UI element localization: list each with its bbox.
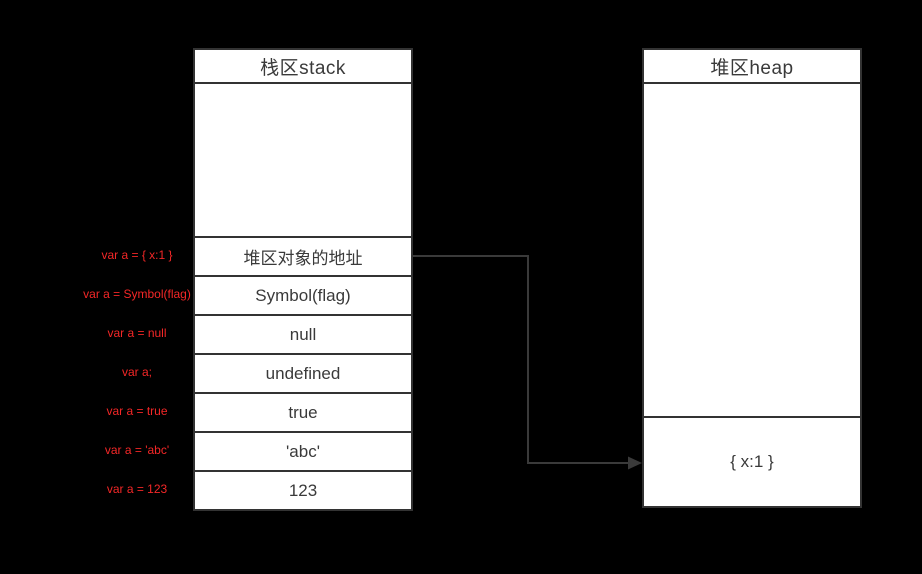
heap-box: 堆区heap { x:1 } [642,48,862,508]
stack-row-undefined: undefined [195,355,411,394]
stack-box: 栈区stack 堆区对象的地址 Symbol(flag) null undefi… [193,48,413,511]
stack-row-true: true [195,394,411,433]
stack-row-heap-address: 堆区对象的地址 [195,238,411,277]
var-label-undefined: var a; [121,365,152,379]
heap-title: 堆区heap [644,50,860,84]
var-label-object: var a = { x:1 } [101,248,173,262]
stack-empty-area [195,84,411,238]
var-label-number: var a = 123 [106,482,168,496]
stack-row-123: 123 [195,472,411,509]
stack-row-symbol: Symbol(flag) [195,277,411,316]
stack-title: 栈区stack [195,50,411,84]
var-label-true: var a = true [106,404,168,418]
heap-object-cell: { x:1 } [644,418,860,506]
var-label-symbol: var a = Symbol(flag) [83,287,191,301]
stack-row-abc: 'abc' [195,433,411,472]
stack-row-null: null [195,316,411,355]
heap-empty-area [644,84,860,418]
var-label-null: var a = null [107,326,167,340]
variable-labels: var a = { x:1 } var a = Symbol(flag) var… [62,236,212,509]
var-label-string: var a = 'abc' [104,443,170,457]
